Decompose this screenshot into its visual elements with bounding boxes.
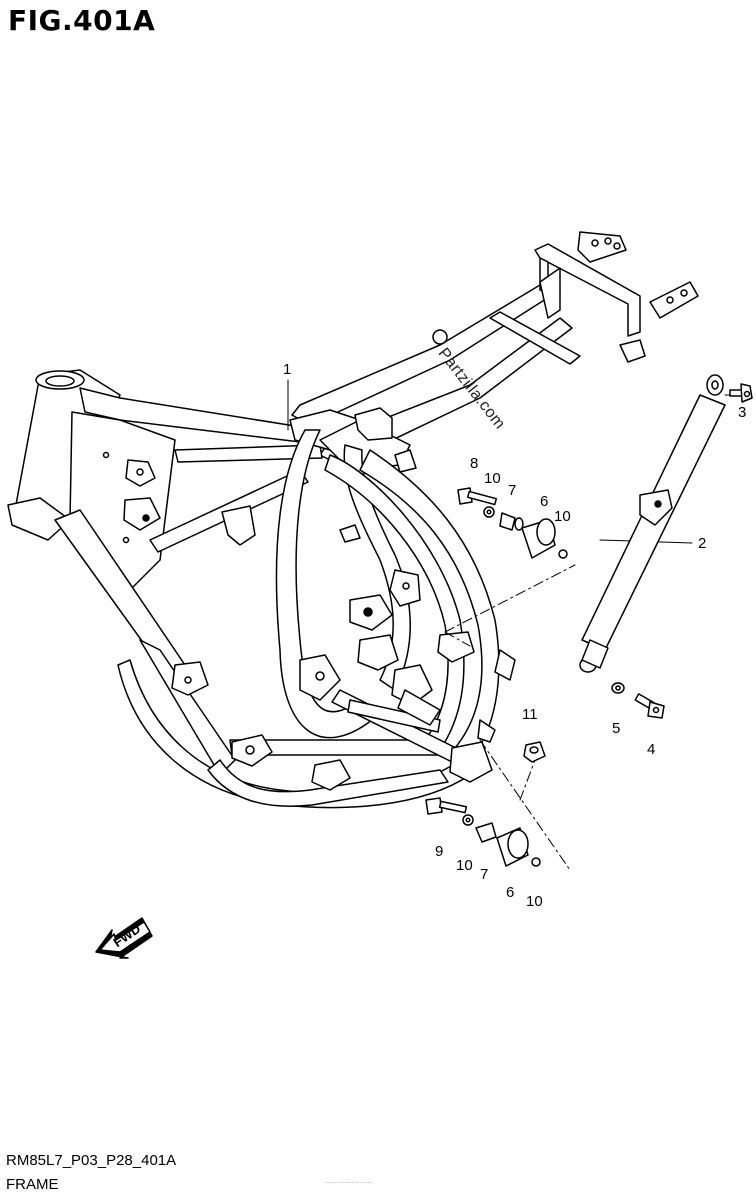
fwd-arrow-icon (95, 917, 153, 959)
callout-2: 2 (698, 535, 707, 552)
main-frame (7, 369, 516, 809)
diagram-name: FRAME (6, 1176, 59, 1193)
callout-10-lower-b: 10 (526, 893, 543, 910)
diagram-code: RM85L7_P03_P28_401A (6, 1152, 177, 1169)
callout-3: 3 (738, 404, 747, 421)
part-2-strut (579, 374, 726, 673)
part-4-5-bolt-washer (611, 682, 665, 719)
callout-10-upper-a: 10 (484, 470, 501, 487)
callout-6-lower: 6 (506, 884, 515, 901)
callout-4: 4 (647, 741, 656, 758)
callout-10-upper-b: 10 (554, 508, 571, 525)
callout-11: 11 (522, 706, 538, 723)
part-3-bolt (729, 383, 753, 403)
callout-6-upper: 6 (540, 493, 549, 510)
callout-9: 9 (435, 843, 444, 860)
callout-7-lower: 7 (480, 866, 489, 883)
lower-mount-hardware (425, 741, 546, 867)
figure-title: FIG.401A (8, 4, 156, 37)
callout-8: 8 (470, 455, 479, 472)
callout-10-lower-a: 10 (456, 857, 473, 874)
fine-print: ·········· ······ ··· ······· (325, 1180, 373, 1186)
upper-mount-hardware (457, 487, 568, 559)
callout-5: 5 (612, 720, 621, 737)
callout-1: 1 (283, 361, 292, 378)
callout-7-upper: 7 (508, 482, 517, 499)
